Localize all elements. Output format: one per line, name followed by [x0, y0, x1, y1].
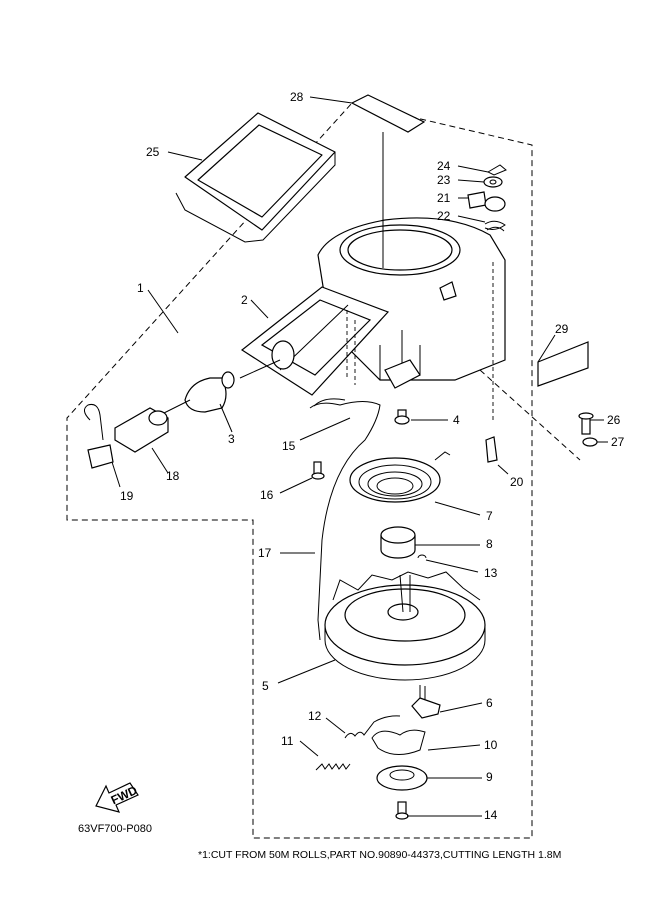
decal-label-part: [350, 94, 426, 133]
small-top-parts: [467, 164, 507, 232]
callout-4: 4: [453, 413, 460, 427]
pulley-part: [324, 571, 486, 681]
callout-23: 23: [437, 173, 451, 187]
callout-18: 18: [166, 469, 180, 483]
spring-part: [344, 715, 401, 739]
callout-26: 26: [607, 413, 621, 427]
callout-15: 15: [282, 439, 296, 453]
svg-text:FWD: FWD: [109, 783, 140, 807]
assembly-boundary: [66, 102, 533, 839]
callout-14: 14: [484, 808, 498, 822]
callout-13: 13: [484, 566, 498, 580]
callout-19: 19: [120, 489, 134, 503]
callout-16: 16: [260, 488, 274, 502]
callout-9: 9: [486, 770, 493, 784]
bolt-parts: [311, 409, 598, 820]
starter-housing-part: [317, 217, 506, 420]
caution-label-part: [537, 341, 589, 387]
callout-17: 17: [258, 546, 272, 560]
leader-lines: [111, 96, 608, 817]
callout-24: 24: [437, 159, 451, 173]
callout-11: 11: [281, 734, 294, 748]
callout-25: 25: [146, 145, 160, 159]
cable-assembly-part: [149, 359, 281, 421]
callout-5: 5: [262, 679, 269, 693]
callout-28: 28: [290, 90, 304, 104]
callout-2: 2: [241, 293, 248, 307]
fwd-arrow-icon: FWD: [95, 782, 140, 813]
spiral-spring-part: [349, 451, 451, 503]
clip-part: [417, 554, 427, 559]
diagram-code: 63VF700-P080: [78, 823, 152, 835]
gasket-part: [175, 112, 336, 243]
callout-29: 29: [555, 322, 569, 336]
callout-8: 8: [486, 537, 493, 551]
starter-rope-part: [309, 401, 381, 641]
callout-6: 6: [486, 696, 493, 710]
handle-cover-part: [240, 286, 390, 396]
callout-22: 22: [437, 209, 451, 223]
callout-21: 21: [437, 191, 451, 205]
pin-part: [485, 436, 498, 463]
callout-20: 20: [510, 475, 524, 489]
cable-end-part: [84, 404, 169, 469]
callout-labels: 28 25 24 23 21 22 1 2 29 4 26 27 3 15 20…: [120, 90, 625, 822]
ratchet-part: [411, 697, 441, 719]
callout-3: 3: [228, 432, 235, 446]
bushing-part: [380, 526, 416, 559]
footnote: *1:CUT FROM 50M ROLLS,PART NO.90890-4437…: [198, 849, 562, 861]
cover-plate-part: [376, 765, 428, 791]
callout-27: 27: [611, 435, 625, 449]
callout-1: 1: [137, 281, 144, 295]
return-spring-part: [315, 763, 351, 771]
friction-wire-part: [371, 729, 426, 755]
callout-10: 10: [484, 738, 498, 752]
callout-12: 12: [308, 709, 322, 723]
callout-7: 7: [486, 509, 493, 523]
